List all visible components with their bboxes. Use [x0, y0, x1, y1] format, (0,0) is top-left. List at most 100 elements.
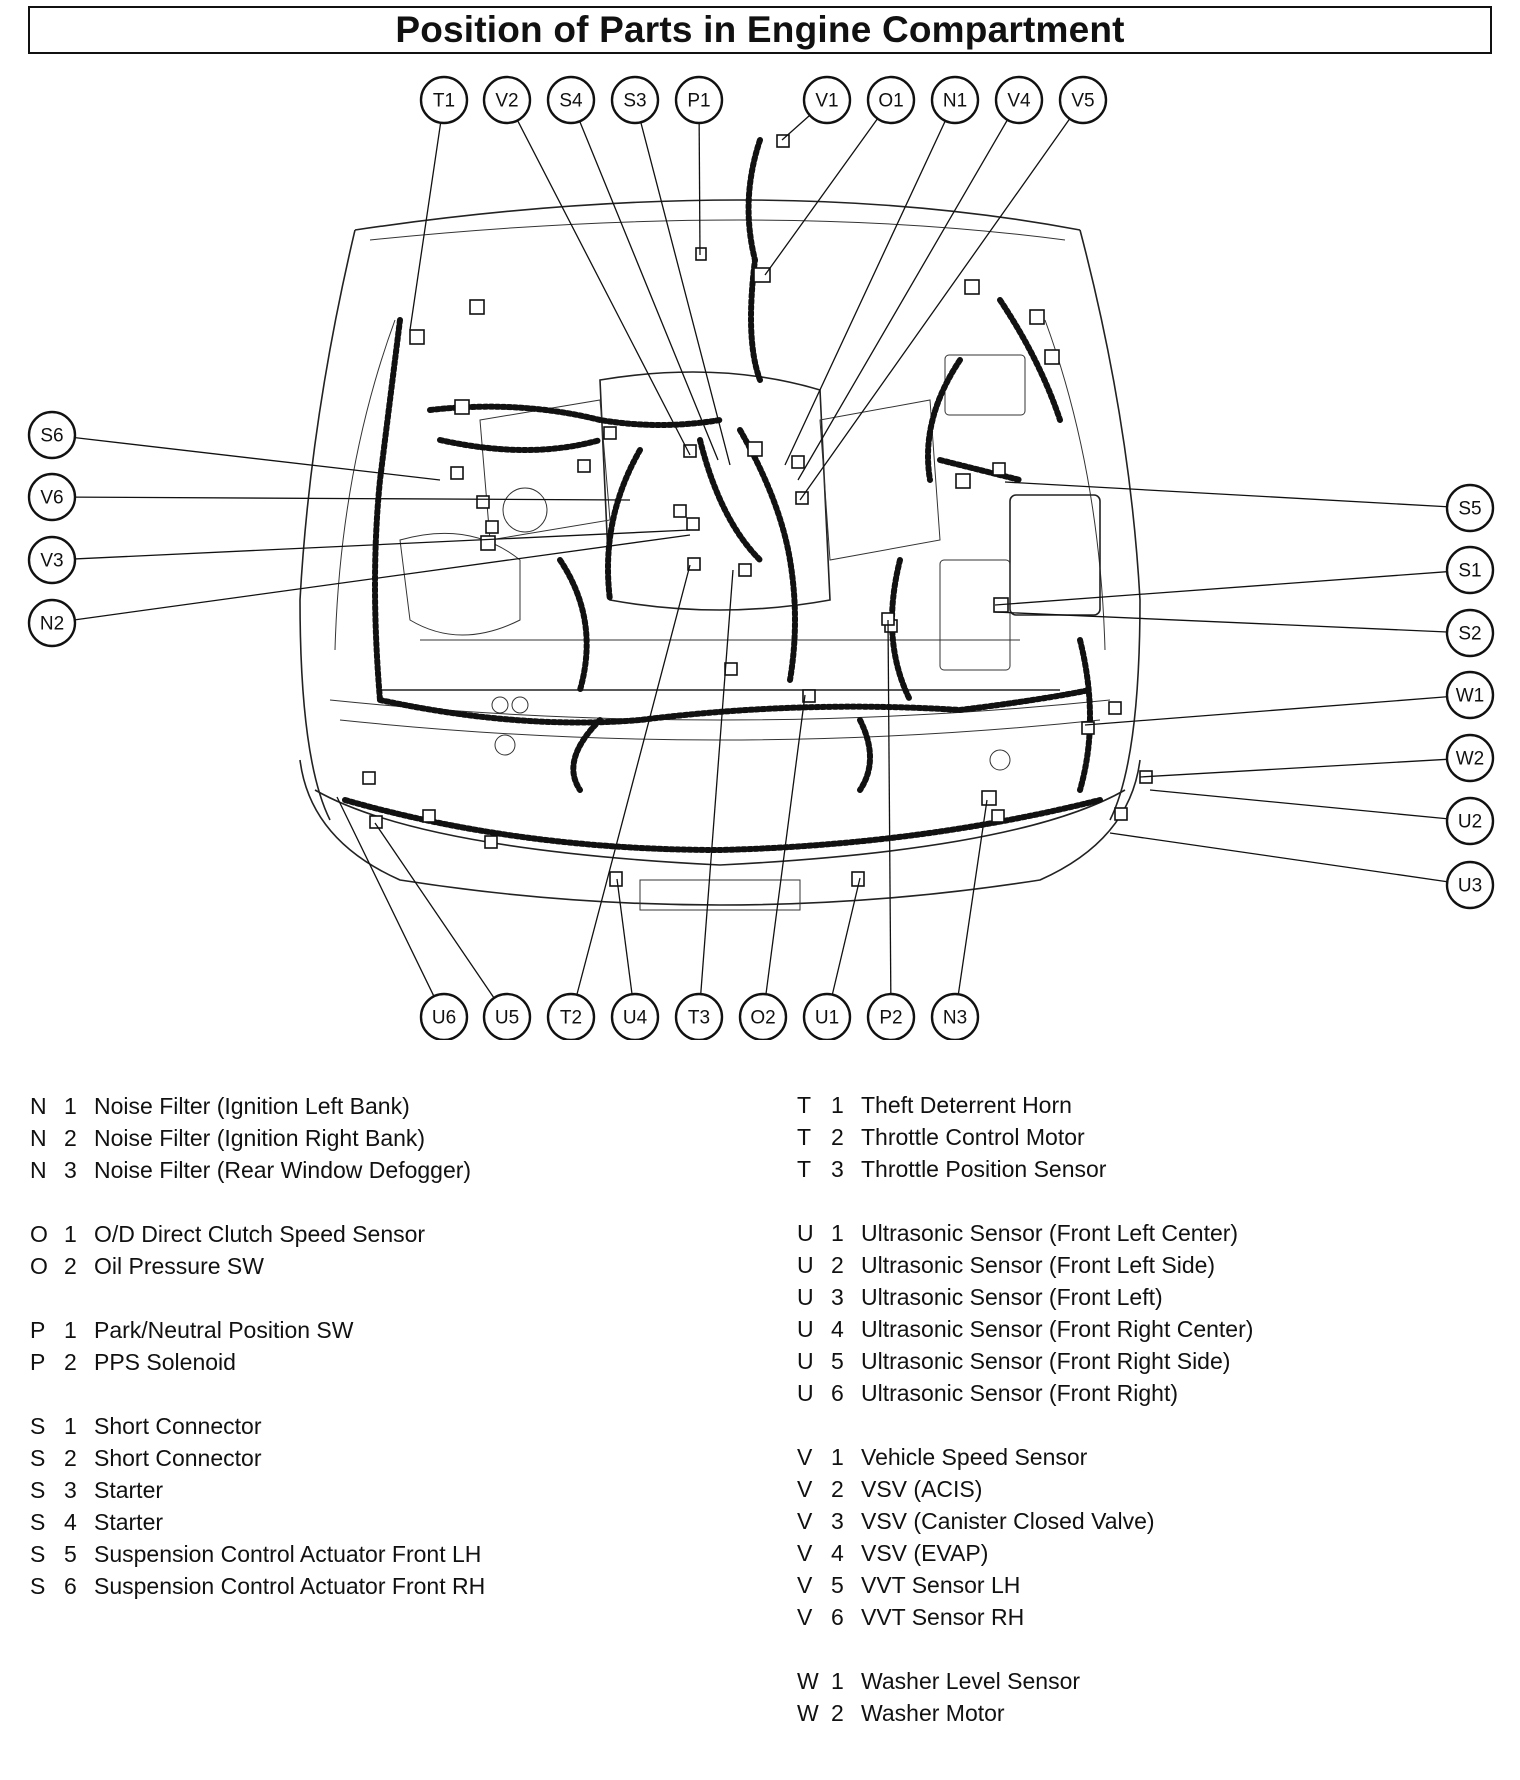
legend-number: 1 — [831, 1668, 844, 1694]
legend-letter: P — [30, 1349, 46, 1375]
callout-label: N1 — [943, 91, 967, 112]
legend-name: Starter — [94, 1509, 164, 1535]
leader-v3 — [74, 529, 691, 560]
legend-letter: V — [797, 1572, 813, 1598]
legend-number: 3 — [64, 1477, 77, 1503]
legend-letter: U — [797, 1252, 814, 1278]
callout-v1: V1 — [802, 75, 852, 125]
callout-v2: V2 — [482, 75, 532, 125]
leader-w1 — [1084, 696, 1448, 726]
legend-name: Short Connector — [94, 1413, 262, 1439]
leader-w2 — [1139, 758, 1448, 778]
leader-v6 — [74, 496, 631, 501]
legend-letter: U — [797, 1380, 814, 1406]
legend-number: 5 — [64, 1541, 77, 1567]
legend-name: Theft Deterrent Horn — [861, 1092, 1072, 1118]
legend-number: 4 — [831, 1316, 844, 1342]
callout-o1: O1 — [866, 75, 916, 125]
legend-name: Park/Neutral Position SW — [94, 1317, 354, 1343]
leader-u3 — [1109, 832, 1448, 883]
legend-number: 3 — [831, 1156, 844, 1182]
callout-label: P1 — [687, 91, 710, 112]
leader-u4 — [616, 878, 633, 995]
callout-label: S1 — [1458, 561, 1481, 582]
legend-name: Washer Motor — [861, 1700, 1005, 1726]
callout-label: S3 — [623, 91, 646, 112]
legend-name: Noise Filter (Rear Window Defogger) — [94, 1157, 472, 1183]
legend-letter: S — [30, 1541, 46, 1567]
leader-v1 — [781, 114, 811, 141]
legend-number: 1 — [64, 1317, 77, 1343]
callout-u2: U2 — [1445, 796, 1495, 846]
leader-s3 — [640, 122, 731, 466]
legend-name: Ultrasonic Sensor (Front Right) — [861, 1380, 1178, 1406]
legend-number: 2 — [64, 1349, 77, 1375]
callout-s6: S6 — [27, 410, 77, 460]
callout-label: O2 — [750, 1008, 775, 1029]
leader-n2 — [74, 534, 691, 621]
leader-s6 — [74, 437, 441, 481]
callout-label: U6 — [432, 1008, 456, 1029]
leader-o2 — [765, 694, 806, 995]
legend-name: Suspension Control Actuator Front RH — [94, 1573, 486, 1599]
legend-number: 2 — [64, 1253, 77, 1279]
callout-label: U2 — [1458, 812, 1482, 833]
legend-letter: T — [797, 1092, 812, 1118]
legend-number: 6 — [64, 1573, 77, 1599]
legend-name: Oil Pressure SW — [94, 1253, 264, 1279]
callout-o2: O2 — [738, 992, 788, 1040]
leader-o1 — [764, 118, 879, 276]
legend-number: 2 — [831, 1252, 844, 1278]
legend-name: O/D Direct Clutch Speed Sensor — [94, 1221, 426, 1247]
callout-u4: U4 — [610, 992, 660, 1040]
callout-s4: S4 — [546, 75, 596, 125]
callout-n1: N1 — [930, 75, 980, 125]
leader-n1 — [784, 120, 946, 466]
legend-letter: S — [30, 1413, 46, 1439]
leader-s2 — [994, 611, 1448, 633]
leader-s1 — [994, 571, 1448, 606]
legend-letter: W — [797, 1668, 819, 1694]
legend-letter: T — [797, 1156, 812, 1182]
legend-name: VVT Sensor RH — [861, 1604, 1025, 1630]
legend-number: 6 — [831, 1380, 844, 1406]
car-outline — [299, 199, 1141, 911]
legend-number: 2 — [831, 1700, 844, 1726]
legend-letter: S — [30, 1445, 46, 1471]
legend-name: Throttle Control Motor — [861, 1124, 1085, 1150]
legend-letter: U — [797, 1316, 814, 1342]
legend-number: 2 — [64, 1125, 77, 1151]
legend-letter: O — [30, 1221, 48, 1247]
callout-label: U1 — [815, 1008, 839, 1029]
legend-name: Vehicle Speed Sensor — [861, 1444, 1088, 1470]
callout-label: V3 — [40, 551, 63, 572]
legend-name: Ultrasonic Sensor (Front Right Side) — [861, 1348, 1231, 1374]
legend-letter: N — [30, 1093, 47, 1119]
callout-label: N3 — [943, 1008, 967, 1029]
legend-letter: V — [797, 1604, 813, 1630]
callout-w1: W1 — [1445, 670, 1495, 720]
callout-label: V4 — [1007, 91, 1031, 112]
callout-s5: S5 — [1445, 483, 1495, 533]
legend-letter: N — [30, 1157, 47, 1183]
